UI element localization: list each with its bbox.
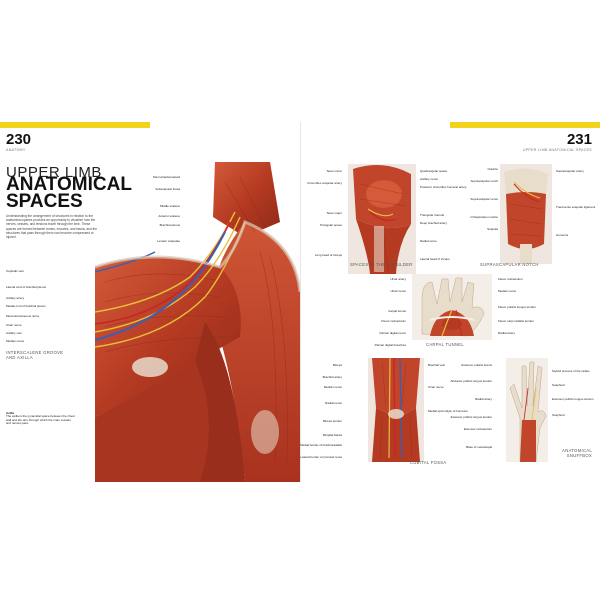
label-brachial-plexus: Brachial plexus bbox=[159, 223, 180, 227]
label-anterior-scalene: Anterior scalene bbox=[158, 214, 180, 218]
label-triangular-space: Triangular space bbox=[319, 223, 342, 227]
shoulder-spaces-illustration bbox=[348, 164, 416, 274]
label-clavicle: Clavicle bbox=[487, 167, 498, 171]
label-axillary-nerve: Axillary nerve bbox=[420, 177, 439, 181]
label-humerus: Humerus bbox=[556, 233, 569, 237]
suprascapular-illustration bbox=[500, 164, 552, 264]
label-ulnar-artery: Ulnar artery bbox=[390, 277, 406, 281]
caption-cubital-fossa: CUBITAL FOSSA bbox=[410, 460, 447, 465]
label-medial-border-brachioradialis: Medial border of brachioradialis bbox=[300, 443, 342, 447]
label-radial-nerve-cubital: Radial nerve bbox=[325, 401, 342, 405]
label-scapula: Scapula bbox=[487, 227, 498, 231]
label-teres-major: Teres major bbox=[326, 211, 342, 215]
label-biceps-tendon: Biceps tendon bbox=[322, 419, 342, 423]
label-subscapular-fossa: Subscapular fossa bbox=[155, 187, 180, 191]
cubital-fossa-illustration bbox=[368, 358, 424, 462]
label-ulnar-nerve: Ulnar nerve bbox=[6, 323, 22, 327]
label-flexor-carpi-radialis: Flexor carpi radialis tendon bbox=[498, 319, 535, 323]
label-triangular-interval: Triangular interval bbox=[420, 213, 444, 217]
label-extensor-pollicis-longus-r: Extensor pollicis longus tendon bbox=[552, 397, 594, 401]
page-title-line2: ANATOMICAL SPACES bbox=[6, 174, 132, 212]
label-long-head-triceps: Long head of triceps bbox=[314, 253, 342, 257]
label-base-of-metacarpal: Base of metacarpal bbox=[466, 445, 492, 449]
label-radial-artery-snuffbox: Radial artery bbox=[474, 397, 492, 401]
right-accent-bar bbox=[450, 122, 600, 128]
label-scaphoid-2: Scaphoid bbox=[552, 413, 565, 417]
label-flexor-pollicis-longus: Flexor pollicis longus tendon bbox=[498, 305, 536, 309]
label-transverse-scapular-ligament: Transverse scapular ligament bbox=[556, 205, 596, 209]
label-ulnar-nerve-carpal: Ulnar nerve bbox=[390, 289, 406, 293]
label-median-nerve-cubital: Median nerve bbox=[323, 385, 342, 389]
page-gutter bbox=[300, 122, 301, 482]
label-suprascapular-notch: Suprascapular notch bbox=[470, 179, 498, 183]
right-page-number: 231 bbox=[566, 131, 592, 148]
label-lateral-border-pronator: Lateral border of pronator teres bbox=[300, 455, 342, 459]
left-accent-bar bbox=[0, 122, 150, 128]
label-styloid-process: Styloid process of the radius bbox=[552, 369, 590, 373]
label-quadrangular-space: Quadrangular space bbox=[420, 169, 448, 173]
label-extensor-retinaculum: Extensor retinaculum bbox=[463, 427, 492, 431]
label-extensor-pollicis-longus-l: Extensor pollicis longus tendon bbox=[450, 415, 492, 419]
label-median-nerve-carpal: Median nerve bbox=[498, 289, 517, 293]
shoulder-axilla-illustration bbox=[95, 162, 300, 482]
axilla-note: Axilla The axilla is the pyramidal space… bbox=[6, 411, 76, 426]
label-posterior-circumflex: Posterior circumflex humeral artery bbox=[420, 185, 467, 189]
label-medial-cord: Medial cord of brachial plexus bbox=[6, 304, 46, 308]
carpal-tunnel-illustration bbox=[412, 274, 492, 340]
axilla-note-title: Axilla bbox=[6, 411, 15, 415]
label-palmar-digital-branches: Palmar digital branches bbox=[374, 343, 406, 347]
label-carpal-tunnel: Carpal tunnel bbox=[388, 309, 406, 313]
label-sternocleidomastoid: Sternocleidomastoid bbox=[152, 175, 180, 179]
label-musculocutaneous-nerve: Musculocutaneous nerve bbox=[6, 314, 40, 318]
label-brachial-vein: Brachial vein bbox=[428, 363, 446, 367]
page-title-line1: UPPER LIMB bbox=[6, 164, 102, 181]
book-spread: 230 ANATOMY 231 UPPER LIMB ANATOMICAL SP… bbox=[0, 122, 600, 482]
label-suprascapular-nerve: Suprascapular nerve bbox=[470, 197, 498, 201]
caption-carpal-tunnel: CARPAL TUNNEL bbox=[426, 342, 465, 347]
caption-interscalene-axilla: INTERSCALENE GROOVE AND AXILLA bbox=[6, 350, 64, 360]
label-radial-nerve: Radial nerve bbox=[420, 239, 437, 243]
label-suprascapular-artery: Suprascapular artery bbox=[556, 169, 584, 173]
label-lateral-cord: Lateral cord of brachial plexus bbox=[6, 285, 47, 289]
label-levator-scapulae: Levator scapulae bbox=[157, 239, 180, 243]
label-radial-artery-carpal: Radial artery bbox=[498, 331, 516, 335]
label-median-nerve: Median nerve bbox=[6, 339, 25, 343]
label-extensor-pollicis-brevis: Extensor pollicis brevis bbox=[461, 363, 492, 367]
label-deep-brachial-artery: Deep brachial artery bbox=[420, 221, 448, 225]
label-biceps: Biceps bbox=[332, 363, 342, 367]
snuffbox-illustration bbox=[506, 358, 548, 462]
caption-anatomical-snuffbox: ANATOMICAL SNUFFBOX bbox=[562, 448, 592, 458]
label-axillary-vein: Axillary vein bbox=[6, 331, 23, 335]
label-brachial-artery: Brachial artery bbox=[322, 375, 342, 379]
left-page-number: 230 bbox=[6, 131, 32, 148]
label-medial-epicondyle: Medial epicondyle of humerus bbox=[428, 409, 468, 413]
label-middle-scalene: Middle scalene bbox=[159, 204, 180, 208]
right-running-head: UPPER LIMB ANATOMICAL SPACES bbox=[522, 148, 592, 152]
label-flexor-retinaculum-r: Flexor retinaculum bbox=[498, 277, 523, 281]
label-axillary-artery: Axillary artery bbox=[6, 296, 25, 300]
label-infraspinatus: Infraspinatus muscle bbox=[470, 215, 498, 219]
label-ulnar-nerve-cubital: Ulnar nerve bbox=[428, 385, 444, 389]
label-lateral-head-triceps: Lateral head of triceps bbox=[420, 257, 450, 261]
label-scaphoid-1: Scaphoid bbox=[552, 383, 565, 387]
left-running-head: ANATOMY bbox=[6, 148, 26, 152]
intro-paragraph: Understanding the arrangement of structu… bbox=[6, 214, 98, 240]
label-palmar-digital-nerve: Palmar digital nerve bbox=[379, 331, 406, 335]
axilla-note-text: The axilla is the pyramidal space betwee… bbox=[6, 414, 75, 426]
label-teres-minor: Teres minor bbox=[326, 169, 342, 173]
caption-suprascapular-notch: SUPRASCAPULAR NOTCH bbox=[480, 262, 539, 267]
caption-shoulder-spaces: SPACES IN THE SHOULDER bbox=[350, 262, 413, 267]
label-cephalic-vein: Cephalic vein bbox=[6, 269, 25, 273]
label-bicipital-fascia: Bicipital fascia bbox=[322, 433, 342, 437]
label-circumflex-scapular: Circumflex scapular artery bbox=[307, 181, 342, 185]
label-abductor-pollicis-longus: Abductor pollicis longus tendon bbox=[450, 379, 492, 383]
label-flexor-retinaculum-l: Flexor retinaculum bbox=[381, 319, 406, 323]
